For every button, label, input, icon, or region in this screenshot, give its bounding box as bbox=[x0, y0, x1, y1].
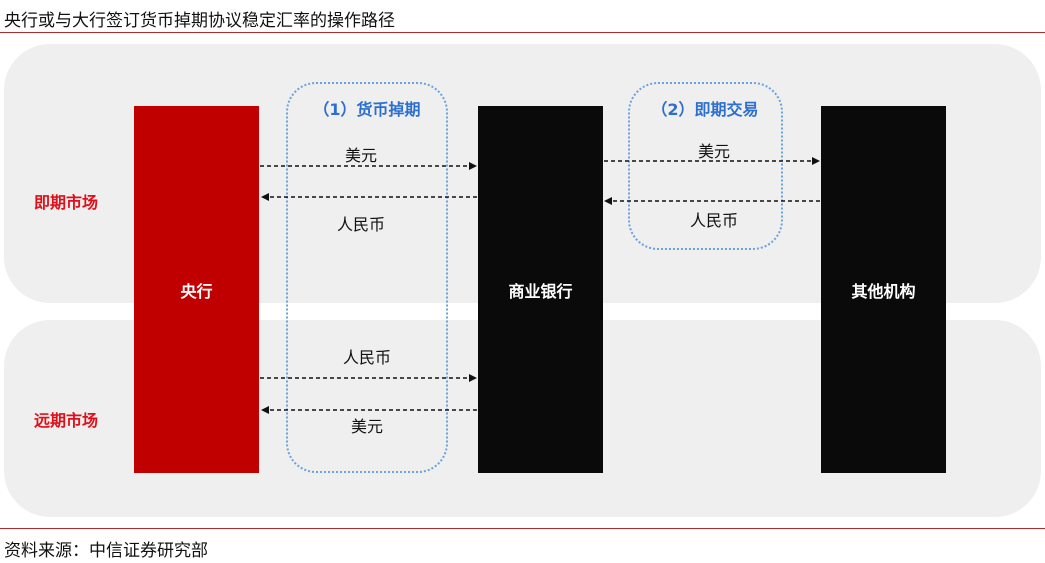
commercial-bank-block: 商业银行 bbox=[478, 106, 603, 473]
flow-label-spot-bank-to-cb: 人民币 bbox=[336, 215, 385, 234]
flow-label-spot-other-to-bank: 人民币 bbox=[689, 211, 738, 230]
source-note: 资料来源：中信证券研究部 bbox=[4, 541, 208, 561]
central-bank-label: 央行 bbox=[180, 281, 213, 301]
flow-label-spot-cb-to-bank: 美元 bbox=[344, 146, 377, 165]
source-rule bbox=[0, 528, 1045, 529]
flow-label-spot-bank-to-other: 美元 bbox=[697, 142, 730, 161]
other-institutions-label: 其他机构 bbox=[851, 281, 916, 301]
currency-swap-box bbox=[286, 82, 448, 473]
currency-swap-title: （1）货币掉期 bbox=[313, 100, 421, 119]
central-bank-block: 央行 bbox=[134, 106, 259, 473]
commercial-bank-label: 商业银行 bbox=[508, 281, 573, 301]
spot-trade-box bbox=[628, 82, 783, 250]
flow-label-fwd-bank-to-cb: 美元 bbox=[350, 417, 383, 436]
flow-label-fwd-cb-to-bank: 人民币 bbox=[342, 348, 391, 367]
title-rule bbox=[0, 32, 1045, 33]
spot-trade-title: （2）即期交易 bbox=[651, 100, 759, 119]
other-institutions-block: 其他机构 bbox=[821, 106, 946, 473]
forward-market-label: 远期市场 bbox=[34, 411, 99, 430]
chart-title: 央行或与大行签订货币掉期协议稳定汇率的操作路径 bbox=[4, 11, 395, 31]
spot-market-label: 即期市场 bbox=[34, 193, 99, 212]
